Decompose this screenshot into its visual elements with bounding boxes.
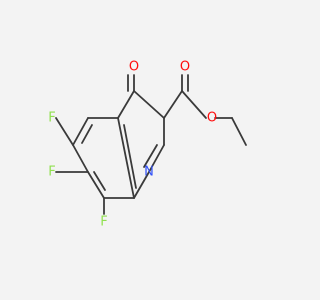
oxygen-label-ester-carbonyl: O <box>180 60 190 75</box>
fluorine-label-8: F <box>100 215 107 230</box>
bond-c4a-c4 <box>117 90 135 119</box>
oxygen-label-ketone: O <box>129 60 139 75</box>
nitrogen-label: N <box>144 165 154 180</box>
bond-c4-c3 <box>133 90 165 119</box>
bond-c5-c6 <box>72 117 89 146</box>
bond-c6-f <box>55 117 74 146</box>
molecule-diagram: O O O N F F F <box>0 0 300 300</box>
bond-n1-c8a <box>133 171 150 199</box>
background <box>0 0 300 300</box>
bond-c3-cester <box>163 90 183 119</box>
fluorine-label-7: F <box>48 165 55 180</box>
bond-cester-oester <box>181 90 207 119</box>
fluorine-label-6: F <box>48 111 55 126</box>
oxygen-label-ester: O <box>207 111 217 126</box>
bond-group <box>55 74 247 215</box>
bond-c5-c6-inner <box>81 124 93 144</box>
atom-labels: O O O N F F F <box>48 60 217 230</box>
bond-c2-n1 <box>148 144 165 173</box>
bond-c7-c8-inner <box>93 171 106 191</box>
bond-c7-c8 <box>87 171 105 199</box>
bond-c2-n1-double <box>143 144 158 168</box>
bond-ethyl1-ethyl2 <box>231 117 247 146</box>
bond-c8a-c4a <box>117 117 135 199</box>
bond-c4a-c8a-inner <box>123 124 137 189</box>
bond-c6-c7 <box>72 144 89 173</box>
